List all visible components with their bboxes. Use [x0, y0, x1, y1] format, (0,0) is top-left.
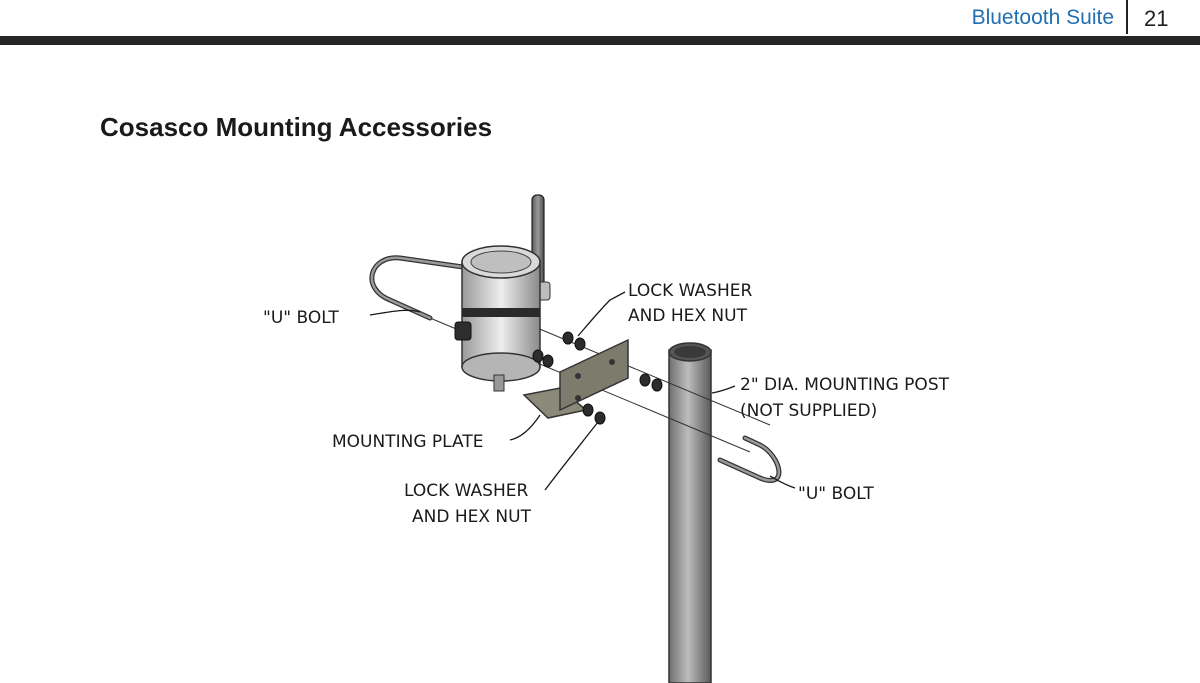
- header-separator: [1126, 0, 1128, 34]
- label-lock-washer-top-line1: LOCK WASHER: [628, 281, 752, 301]
- header-rule: [0, 36, 1200, 45]
- label-u-bolt-left: "U" BOLT: [263, 308, 339, 328]
- label-lock-washer-bottom-line1: LOCK WASHER: [404, 481, 528, 501]
- leader-lines: [369, 291, 796, 491]
- page-number: 21: [1144, 6, 1169, 31]
- label-mounting-plate: MOUNTING PLATE: [332, 432, 483, 452]
- label-post-line1: 2" DIA. MOUNTING POST: [740, 375, 950, 395]
- section-title: Cosasco Mounting Accessories: [100, 112, 493, 142]
- hex-nuts: [532, 331, 663, 425]
- header-title: Bluetooth Suite: [971, 6, 1114, 29]
- transmitter-unit: [454, 194, 551, 392]
- label-post-line2: (NOT SUPPLIED): [740, 401, 877, 421]
- mounting-post: [668, 342, 712, 683]
- label-lock-washer-top-line2: AND HEX NUT: [628, 306, 748, 326]
- u-bolt-left: [369, 255, 473, 321]
- mounting-plate: [522, 338, 629, 419]
- u-bolt-right: [717, 435, 782, 483]
- label-lock-washer-bottom-line2: AND HEX NUT: [412, 507, 532, 527]
- label-u-bolt-right: "U" BOLT: [798, 484, 874, 504]
